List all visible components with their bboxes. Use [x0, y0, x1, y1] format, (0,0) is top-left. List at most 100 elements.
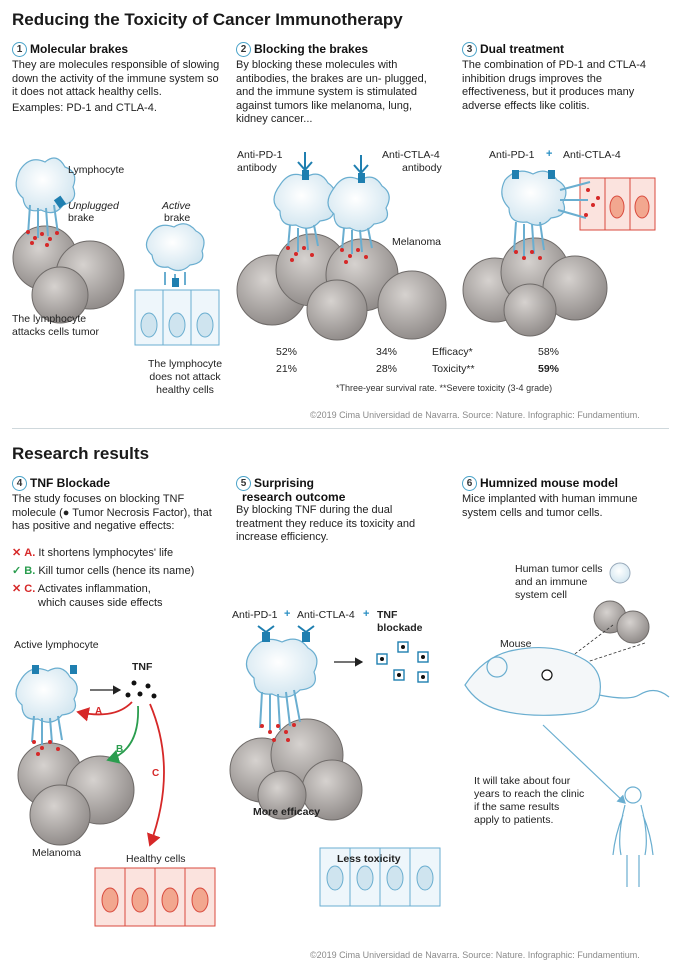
- lymphocyte-ctla4: [327, 155, 390, 254]
- mouse-figure: [464, 646, 670, 716]
- attacks-line-1: The lymphocyte: [12, 313, 87, 325]
- ctla4-toxicity: 28%: [376, 363, 398, 375]
- less-toxicity-label: Less toxicity: [337, 853, 401, 865]
- pd1-efficacy: 52%: [276, 346, 298, 358]
- section-4-body: The study focuses on blocking TNF molecu…: [12, 493, 212, 532]
- dual-toxicity: 59%: [538, 363, 560, 375]
- red-dots-2: [286, 246, 368, 264]
- molecular-brakes-illustration: [12, 157, 220, 346]
- tumor-cluster: [12, 225, 125, 324]
- lymphocyte-cell: [15, 157, 76, 238]
- arrow-a: [76, 701, 133, 722]
- effect-c: ✕ C. Activates inflammation,: [12, 583, 151, 597]
- section-5-title-2: research outcome: [242, 490, 346, 504]
- arrow-b-label: B: [116, 744, 124, 755]
- attacks-line-2: attacks cells tumor: [12, 326, 99, 338]
- arrow-c-label: C: [152, 768, 160, 779]
- arrow-a-label: A: [95, 706, 103, 717]
- step-number-4: 4: [12, 476, 27, 491]
- tumor-cluster-5: [229, 718, 363, 821]
- section-1-examples: Examples: PD-1 and CTLA-4.: [12, 102, 157, 114]
- healthy-cells-red-3: [579, 177, 656, 231]
- healthy-cells-blue-5: [319, 847, 441, 907]
- section-4-title: TNF Blockade: [30, 476, 111, 490]
- effect-b: ✓ B. Kill tumor cells (hence its name): [12, 565, 194, 579]
- step-number-2: 2: [236, 42, 251, 57]
- effect-a-letter: A.: [24, 547, 36, 559]
- credit-top: ©2019 Cima Universidad de Navarra. Sourc…: [310, 410, 640, 420]
- section-3-title: Dual treatment: [480, 42, 565, 56]
- anti-ctla4-label: Anti-CTLA-4: [382, 149, 440, 161]
- clinic-line-4: apply to patients.: [474, 814, 554, 826]
- effect-a: ✕ A. It shortens lymphocytes' life: [12, 547, 173, 561]
- effect-c-letter: C.: [24, 583, 36, 595]
- human-cells-line-3: system cell: [515, 589, 567, 601]
- not-attack-line-1: The lymphocyte: [147, 358, 223, 370]
- step-number-6: 6: [462, 476, 477, 491]
- not-attack-line-2: does not attack: [149, 371, 221, 383]
- section-2-body: By blocking these molecules with antibod…: [236, 59, 427, 125]
- pointer-line-1: [546, 624, 614, 676]
- active-brake-lymphocyte: [145, 223, 205, 287]
- arrow-b: [106, 705, 139, 764]
- step-number-1: 1: [12, 42, 27, 57]
- cross-icon: ✕: [12, 547, 22, 559]
- pd1-toxicity: 21%: [276, 363, 298, 375]
- not-attack-line-3: healthy cells: [156, 384, 214, 396]
- clinic-line-2: years to reach the clinic: [474, 788, 585, 800]
- effect-c-text-2: which causes side effects: [38, 597, 163, 609]
- arrow-c: [147, 703, 165, 847]
- section-divider: [12, 428, 669, 429]
- s5-plus-1: +: [284, 608, 291, 620]
- tumor-cluster-4: [17, 742, 135, 846]
- page-title: Reducing the Toxicity of Cancer Immunoth…: [12, 10, 403, 29]
- dual-anti-ctla4-label: Anti-CTLA-4: [563, 149, 621, 161]
- active-lymphocyte-label: Active lymphocyte: [14, 639, 99, 651]
- tumor-cluster-2: [236, 233, 447, 341]
- melanoma-label-2: Melanoma: [392, 236, 442, 248]
- efficacy-label: Efficacy*: [432, 346, 473, 358]
- human-cells-line-2: and an immune: [515, 576, 588, 588]
- melanoma-label-4: Melanoma: [32, 847, 82, 859]
- cross-icon: ✕: [12, 583, 22, 595]
- section-2-title: Blocking the brakes: [254, 42, 369, 56]
- human-figure: [612, 786, 654, 887]
- red-dots: [26, 230, 59, 247]
- blocked-tnf-dots: [380, 645, 425, 679]
- active-lymphocyte-4: [15, 665, 78, 745]
- dual-plus: +: [546, 148, 553, 160]
- step-number-5: 5: [236, 476, 251, 491]
- tnf-blockade-illustration: [15, 665, 216, 927]
- check-icon: ✓: [12, 565, 22, 577]
- clinic-arrow: [542, 724, 626, 804]
- effect-c-text-1: Activates inflammation,: [37, 583, 151, 595]
- effect-b-letter: B.: [24, 565, 36, 577]
- clinic-line-1: It will take about four: [474, 775, 571, 787]
- anti-pd1-label: Anti-PD-1: [237, 149, 283, 161]
- section-1-title: Molecular brakes: [30, 42, 129, 56]
- unplugged-brake-label: brake: [68, 212, 95, 224]
- dual-lymphocyte: [501, 170, 591, 256]
- lymphocyte-pd1: [273, 152, 336, 252]
- tumor-cluster-3: [462, 237, 608, 337]
- dual-treatment-illustration: [462, 170, 656, 337]
- active-brake-label: brake: [164, 212, 191, 224]
- active-label: Active: [162, 200, 191, 212]
- ctla4-efficacy: 34%: [376, 346, 398, 358]
- mouse-model-illustration: [464, 562, 670, 887]
- s5-anti-ctla4: Anti-CTLA-4: [297, 609, 355, 621]
- dual-anti-pd1-label: Anti-PD-1: [489, 149, 535, 161]
- section-5-body: By blocking TNF during the dual treatmen…: [236, 504, 416, 543]
- s5-tnf: TNF: [377, 609, 398, 621]
- more-efficacy-label: More efficacy: [253, 806, 321, 818]
- healthy-cells-label: Healthy cells: [126, 853, 186, 865]
- red-dots-3: [514, 188, 600, 260]
- anti-pd1-antibody-label: antibody: [237, 162, 277, 174]
- s5-anti-pd1: Anti-PD-1: [232, 609, 278, 621]
- mouse-label: Mouse: [500, 638, 532, 650]
